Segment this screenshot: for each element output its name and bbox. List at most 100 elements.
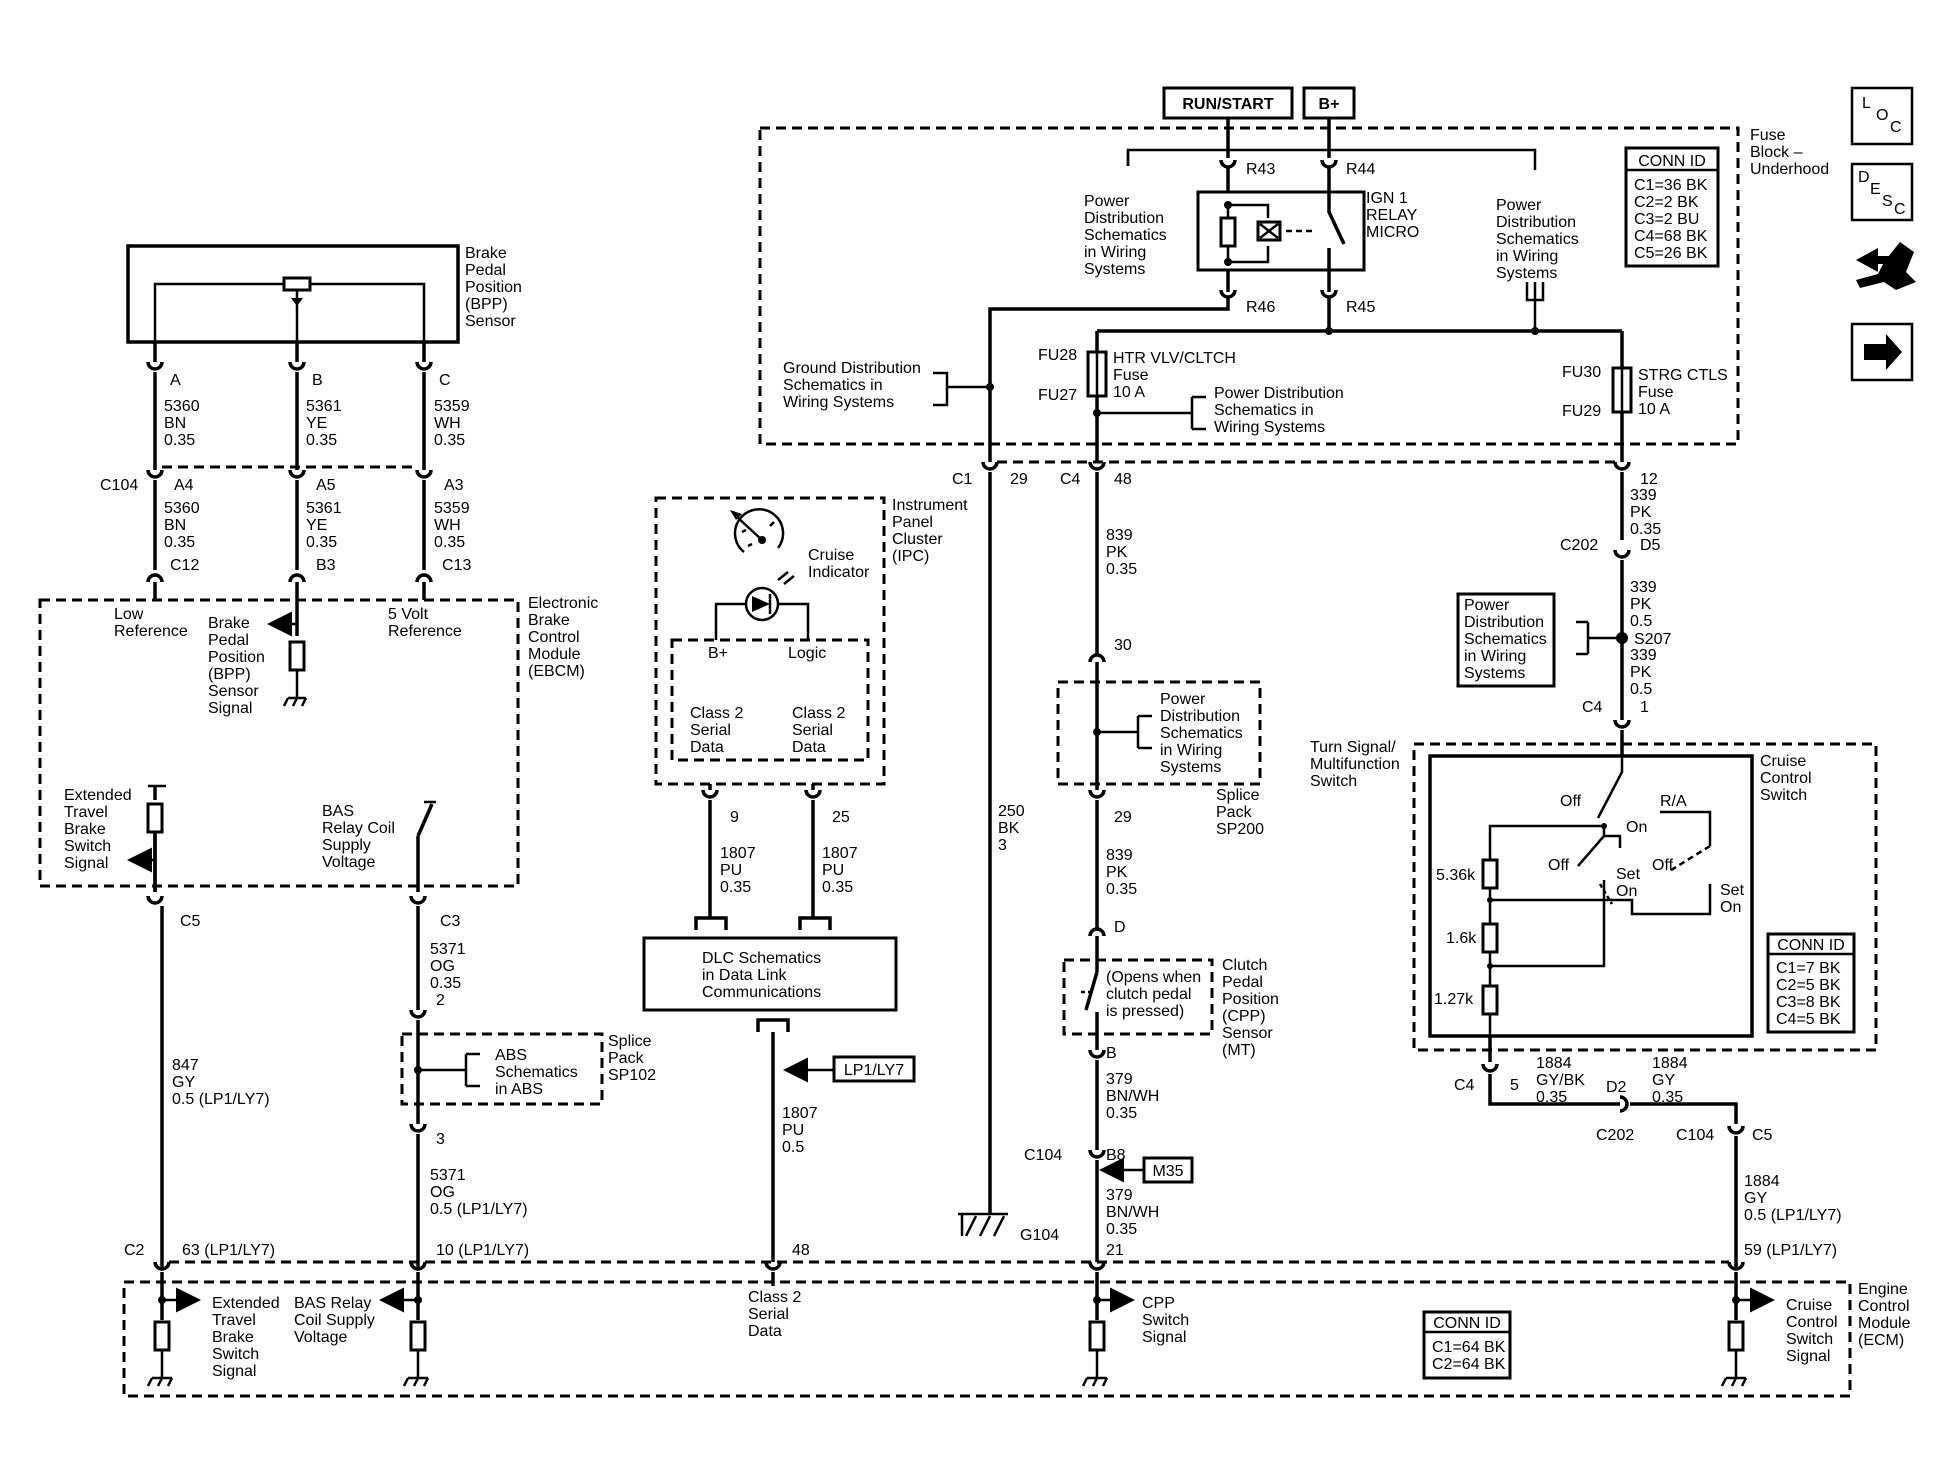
strg-ctls-fuse: FU30 FU29 STRG CTLS Fuse 10 A	[1562, 331, 1728, 462]
svg-text:PK: PK	[1630, 596, 1652, 613]
fuse-block-power-dist-right: Power Distribution Schematics in Wiring …	[1496, 197, 1579, 282]
svg-text:0.5 (LP1/LY7): 0.5 (LP1/LY7)	[430, 1201, 528, 1218]
svg-text:C2: C2	[124, 1242, 145, 1259]
svg-text:Switch: Switch	[1310, 773, 1357, 790]
cruise-control-switch: Cruise Control Switch Off R/A On Off Off…	[1428, 730, 1812, 1038]
svg-text:Signal: Signal	[208, 700, 252, 717]
svg-text:Electronic: Electronic	[528, 595, 598, 612]
svg-text:Control: Control	[1760, 770, 1812, 787]
svg-text:PK: PK	[1630, 504, 1652, 521]
svg-text:C12: C12	[170, 557, 199, 574]
svg-text:(MT): (MT)	[1222, 1042, 1256, 1059]
svg-text:BN: BN	[164, 415, 186, 432]
svg-text:is pressed): is pressed)	[1106, 1003, 1184, 1020]
svg-text:Off: Off	[1652, 857, 1674, 874]
svg-text:C: C	[1894, 201, 1906, 218]
svg-text:Voltage: Voltage	[322, 854, 375, 871]
svg-text:63 (LP1/LY7): 63 (LP1/LY7)	[182, 1242, 275, 1259]
bpp-sensor: Brake Pedal Position (BPP) Sensor	[126, 244, 522, 344]
svg-text:OG: OG	[430, 1184, 455, 1201]
svg-text:0.35: 0.35	[720, 879, 751, 896]
svg-text:ABS: ABS	[495, 1047, 527, 1064]
location-nav-button[interactable]: L O C	[1850, 86, 1914, 146]
ipc-outline	[654, 496, 886, 786]
svg-text:C104: C104	[1024, 1147, 1062, 1164]
svg-text:Sensor: Sensor	[208, 683, 259, 700]
svg-text:CPP: CPP	[1142, 1295, 1175, 1312]
svg-text:(IPC): (IPC)	[892, 548, 929, 565]
svg-text:CONN ID: CONN ID	[1777, 937, 1845, 954]
svg-text:Cruise: Cruise	[1760, 753, 1806, 770]
ecm-cpp-input: CPP Switch Signal	[1081, 1272, 1189, 1387]
svg-text:Extended: Extended	[64, 787, 132, 804]
svg-text:0.35: 0.35	[1630, 521, 1661, 538]
svg-text:SP102: SP102	[608, 1067, 656, 1084]
svg-text:PU: PU	[822, 862, 844, 879]
svg-text:Set: Set	[1720, 882, 1745, 899]
connector-wrench-icon[interactable]	[1856, 242, 1916, 290]
svg-text:FU27: FU27	[1038, 387, 1077, 404]
svg-text:339: 339	[1630, 487, 1657, 504]
svg-text:Set: Set	[1616, 866, 1641, 883]
svg-text:0.35: 0.35	[306, 534, 337, 551]
svg-text:Control: Control	[528, 629, 580, 646]
svg-text:Reference: Reference	[114, 623, 188, 640]
svg-text:Control: Control	[1786, 1314, 1838, 1331]
next-arrow-button[interactable]	[1850, 322, 1914, 382]
svg-text:Signal: Signal	[1786, 1348, 1830, 1365]
svg-text:5360: 5360	[164, 500, 200, 517]
svg-text:C3: C3	[440, 913, 461, 930]
ebcm-internals: Low Reference Brake Pedal Position (BPP)…	[64, 582, 462, 892]
svg-text:Cluster: Cluster	[892, 531, 943, 548]
svg-text:5361: 5361	[306, 500, 342, 517]
svg-text:Module: Module	[528, 646, 581, 663]
svg-text:Pedal: Pedal	[1222, 974, 1263, 991]
svg-text:Logic: Logic	[788, 645, 826, 662]
dlc-reference-box: DLC Schematics in Data Link Communicatio…	[642, 936, 898, 1012]
svg-text:C5: C5	[180, 913, 201, 930]
svg-text:RUN/START: RUN/START	[1182, 96, 1273, 113]
svg-text:BN: BN	[164, 517, 186, 534]
svg-text:Power: Power	[1496, 197, 1542, 214]
svg-text:GY: GY	[1652, 1072, 1675, 1089]
svg-text:Distribution: Distribution	[1160, 708, 1240, 725]
ecm-outline	[122, 1280, 1852, 1398]
svg-text:PK: PK	[1630, 664, 1652, 681]
htr-vlv-clutch-fuse: FU28 FU27 HTR VLV/CLTCH Fuse 10 A	[1038, 331, 1236, 462]
svg-text:Instrument: Instrument	[892, 497, 968, 514]
svg-text:839: 839	[1106, 847, 1133, 864]
svg-text:(BPP): (BPP)	[208, 666, 251, 683]
svg-text:48: 48	[792, 1242, 810, 1259]
svg-text:MICRO: MICRO	[1366, 224, 1419, 241]
power-dist-mid-ref: Power Distribution Schematics in Wiring …	[1093, 385, 1344, 436]
svg-text:Splice: Splice	[608, 1033, 652, 1050]
ccs-conn-id: CONN ID C1=7 BK C2=5 BK C3=8 BK C4=5 BK	[1766, 932, 1856, 1034]
svg-text:FU29: FU29	[1562, 403, 1601, 420]
svg-text:Power: Power	[1160, 691, 1206, 708]
svg-text:839: 839	[1106, 527, 1133, 544]
cruise-switch-output-wires: C4 5 1884 GY/BK 0.35 D2 C202 1884 GY 0.3…	[1454, 1036, 1842, 1270]
fuse-block-power-dist-left: Power Distribution Schematics in Wiring …	[1084, 193, 1167, 278]
svg-text:0.35: 0.35	[434, 432, 465, 449]
description-nav-button[interactable]: D E S C	[1850, 162, 1914, 222]
svg-text:Off: Off	[1560, 793, 1582, 810]
b-plus-source: B+	[1302, 86, 1356, 120]
svg-text:Schematics: Schematics	[1084, 227, 1167, 244]
svg-text:C4=68 BK: C4=68 BK	[1634, 228, 1708, 245]
center-column-wires: C4 48 839 PK 0.35 30 Power Distribution …	[1024, 461, 1279, 1262]
svg-text:(CPP): (CPP)	[1222, 1008, 1266, 1025]
svg-text:5359: 5359	[434, 500, 470, 517]
svg-text:Position: Position	[1222, 991, 1279, 1008]
ecm-ext-travel-input: Extended Travel Brake Switch Signal	[146, 1272, 280, 1387]
svg-text:R/A: R/A	[1660, 793, 1687, 810]
ecm-class2-data: Class 2 Serial Data	[748, 1272, 801, 1340]
svg-text:339: 339	[1630, 579, 1657, 596]
svg-text:Serial: Serial	[792, 722, 833, 739]
svg-text:G104: G104	[1020, 1227, 1059, 1244]
svg-text:C3=2 BU: C3=2 BU	[1634, 211, 1699, 228]
svg-text:0.35: 0.35	[164, 432, 195, 449]
svg-text:0.35: 0.35	[430, 975, 461, 992]
svg-text:Splice: Splice	[1216, 787, 1260, 804]
svg-text:C104: C104	[100, 477, 138, 494]
svg-text:FU30: FU30	[1562, 364, 1601, 381]
